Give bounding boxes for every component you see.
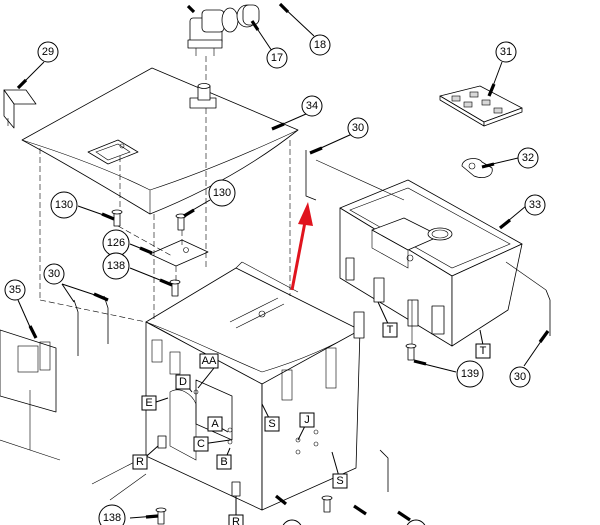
tag-R-left: R [132,454,148,470]
tag-D: D [175,374,191,390]
leader-lines [16,2,550,522]
callout-partial-bottom-center [282,519,302,525]
callout-130-right: 130 [208,179,236,207]
callout-138-upper-label: 138 [107,260,125,272]
callout-138-lower-label: 138 [103,512,121,524]
tag-C: C [193,436,209,452]
part-126-plate [111,209,209,297]
callout-130-right-label: 130 [213,187,231,199]
alignment-lines [39,108,547,501]
callout-partial-bottom-right [406,519,426,525]
callout-138-upper: 138 [102,252,130,280]
motor-assembly-part [187,4,260,88]
tag-R-left-label: R [136,456,144,468]
callout-29: 29 [37,41,59,63]
tag-J-label: J [304,414,310,426]
callout-30-right-label: 30 [514,371,526,383]
tag-T-right-label: T [480,345,487,357]
tag-AA: AA [199,353,219,369]
tag-S-center-label: S [268,418,275,430]
tag-A-label: A [211,418,219,430]
tag-S-lower: S [332,473,348,489]
tag-A: A [207,416,223,432]
tag-C-label: C [197,438,205,450]
red-annotation-arrow [290,202,313,291]
callout-31: 31 [495,41,517,63]
tag-T-left-label: T [387,324,394,336]
tag-S-lower-label: S [336,475,343,487]
callout-30-left: 30 [43,263,65,285]
grab-iron-rods [73,150,551,492]
callout-34-label: 34 [306,100,318,112]
tag-D-label: D [179,376,187,388]
callout-33-label: 33 [529,199,541,211]
tag-T-left: T [382,322,398,338]
part-29-bracket [3,89,37,129]
screw-parts [155,343,417,525]
tag-J: J [299,412,315,428]
callout-130-left: 130 [50,191,78,219]
part-35-side-panel [0,329,61,461]
callout-17: 17 [266,47,288,69]
callout-35-label: 35 [9,284,21,296]
callout-17-label: 17 [271,52,283,64]
tag-T-right: T [475,343,491,359]
tag-B: B [216,454,232,470]
callout-34: 34 [301,95,323,117]
callout-32-label: 32 [522,152,534,164]
tag-E: E [141,395,157,411]
callout-33: 33 [524,194,546,216]
callout-126-label: 126 [107,237,125,249]
tag-R-bottom-label: R [232,516,240,525]
tag-R-bottom: R [228,514,244,525]
cab-roof-part [21,67,299,215]
callout-139: 139 [456,360,484,388]
callout-126: 126 [102,229,130,257]
part-32-clip [461,158,493,178]
callout-30-left-label: 30 [48,268,60,280]
callout-30-top: 30 [347,117,369,139]
callout-18: 18 [309,34,331,56]
callout-18-label: 18 [314,39,326,51]
callout-138-lower: 138 [98,504,126,525]
tag-S-center: S [264,416,280,432]
callout-29-label: 29 [42,46,54,58]
callout-30-right: 30 [509,366,531,388]
callout-30-top-label: 30 [352,122,364,134]
tag-E-label: E [145,397,152,409]
rear-bunker-part [339,179,523,350]
callout-139-label: 139 [461,368,479,380]
tag-AA-label: AA [202,355,217,367]
part-31-plate [439,85,523,127]
callout-130-left-label: 130 [55,199,73,211]
callout-35: 35 [4,279,26,301]
callout-31-label: 31 [500,46,512,58]
tag-B-label: B [220,456,227,468]
callout-32: 32 [517,147,539,169]
